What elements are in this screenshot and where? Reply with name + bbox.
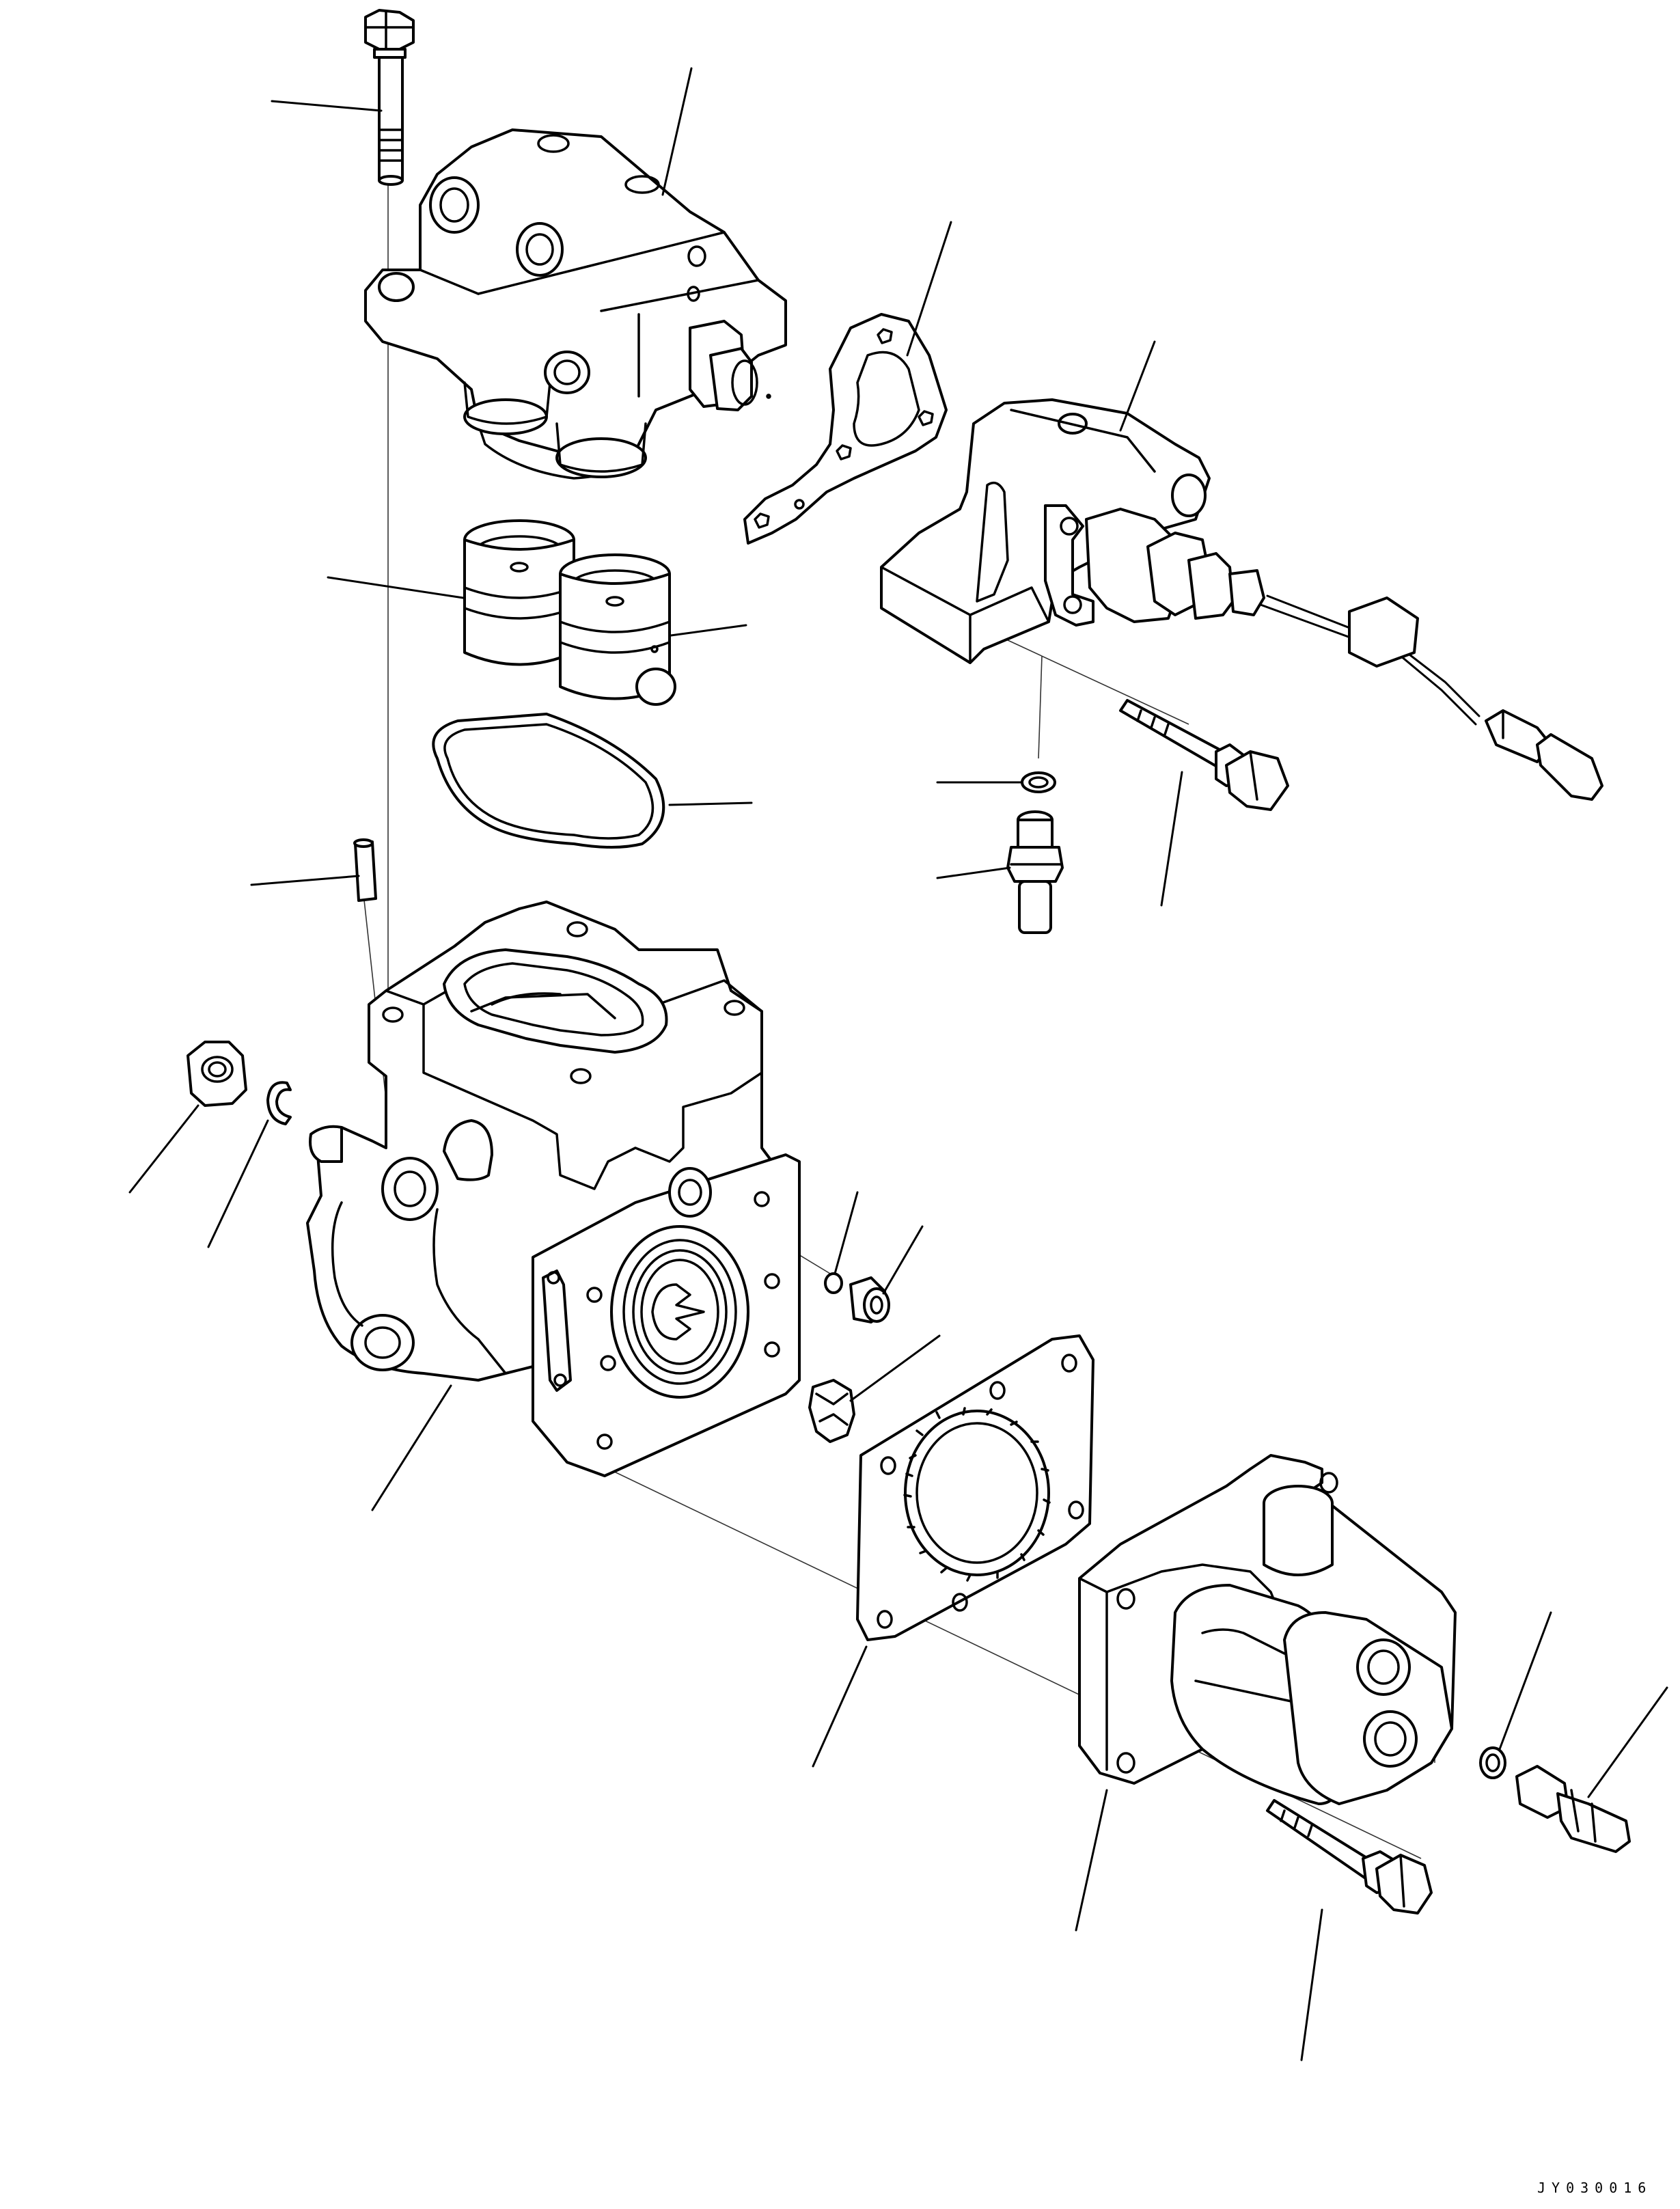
valve-sleeve-right — [559, 553, 676, 706]
fitting-o-ring — [1479, 1746, 1506, 1779]
snap-ring — [266, 1081, 292, 1125]
plug — [849, 1276, 890, 1323]
solenoid-gasket — [743, 313, 948, 545]
pump-body — [306, 901, 801, 1477]
housing-o-ring — [432, 713, 665, 849]
upper-valve-housing — [364, 128, 787, 480]
valve-sleeve-left — [463, 519, 575, 666]
solenoid-valve-assembly — [880, 398, 1603, 801]
drawing-code: JY030016 — [1537, 2180, 1653, 2196]
pressure-sensor — [1006, 810, 1064, 934]
feed-pump — [1078, 1454, 1457, 1805]
drive-coupling — [808, 1379, 855, 1443]
leader-lines — [128, 67, 1668, 2061]
dowel-pin — [353, 838, 377, 902]
flange-gasket — [856, 1334, 1094, 1641]
solenoid-mount-bolt — [1119, 699, 1289, 811]
pump-mount-bolt — [1266, 1799, 1433, 1915]
sensor-seal-ring — [1021, 771, 1056, 793]
flange-bolt-long — [364, 9, 415, 186]
hose-fitting — [1515, 1765, 1631, 1853]
plug-o-ring — [824, 1272, 843, 1294]
hex-nut — [187, 1041, 247, 1107]
